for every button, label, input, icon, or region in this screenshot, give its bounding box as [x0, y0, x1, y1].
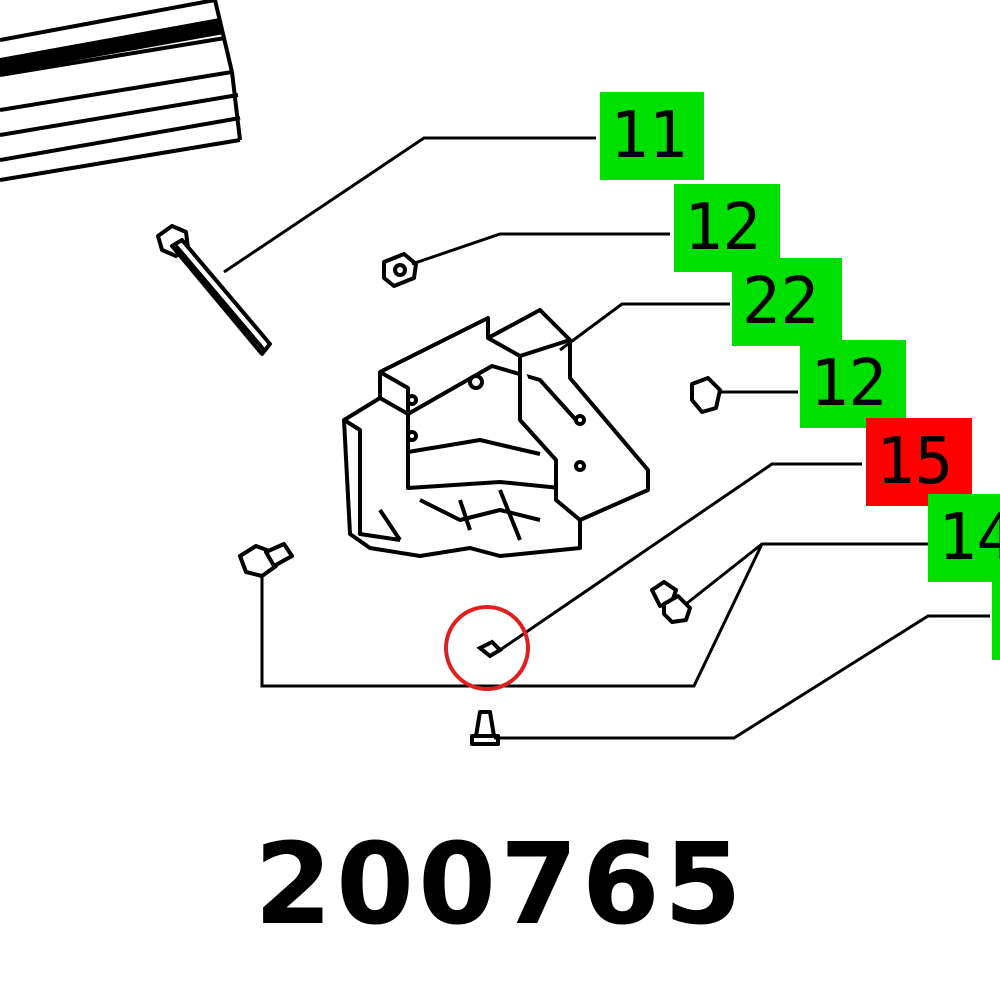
- callout-label: 15: [876, 425, 954, 499]
- callout-label: 22: [742, 265, 820, 339]
- leader-14: [685, 542, 928, 606]
- main-housing-part: [342, 308, 650, 558]
- callout-15-selected[interactable]: 15: [866, 418, 972, 506]
- leader-15: [499, 462, 862, 652]
- callout-label: 14: [938, 501, 1000, 575]
- callout-partial-offscreen[interactable]: [992, 572, 1000, 660]
- knob-screw-part: [238, 542, 294, 578]
- callout-label: 12: [810, 347, 888, 421]
- callout-11[interactable]: 11: [600, 92, 704, 180]
- grub-screw-part: [476, 639, 504, 659]
- pin-part: [470, 710, 500, 746]
- callout-label: 11: [610, 99, 688, 173]
- rail-dark-face: [0, 20, 224, 74]
- square-nut-part-b: [690, 376, 722, 414]
- long-bolt-part: [156, 224, 272, 356]
- callout-12-lower[interactable]: 12: [800, 340, 906, 428]
- leader-22: [559, 302, 730, 352]
- leader-lines: [223, 136, 990, 740]
- callout-14[interactable]: 14: [928, 494, 1000, 582]
- part-number-caption: 200765: [254, 820, 746, 950]
- leader-14-branch: [260, 543, 764, 688]
- shoulder-screw-part: [650, 580, 692, 624]
- callout-12-upper[interactable]: 12: [674, 184, 780, 272]
- leader-pin: [494, 614, 990, 740]
- leader-11: [223, 136, 596, 274]
- square-nut-part-a: [382, 252, 418, 288]
- callout-label: 12: [684, 191, 762, 265]
- leader-12a: [411, 232, 670, 266]
- selection-highlight-ring: [444, 605, 530, 691]
- callout-22[interactable]: 22: [732, 258, 842, 346]
